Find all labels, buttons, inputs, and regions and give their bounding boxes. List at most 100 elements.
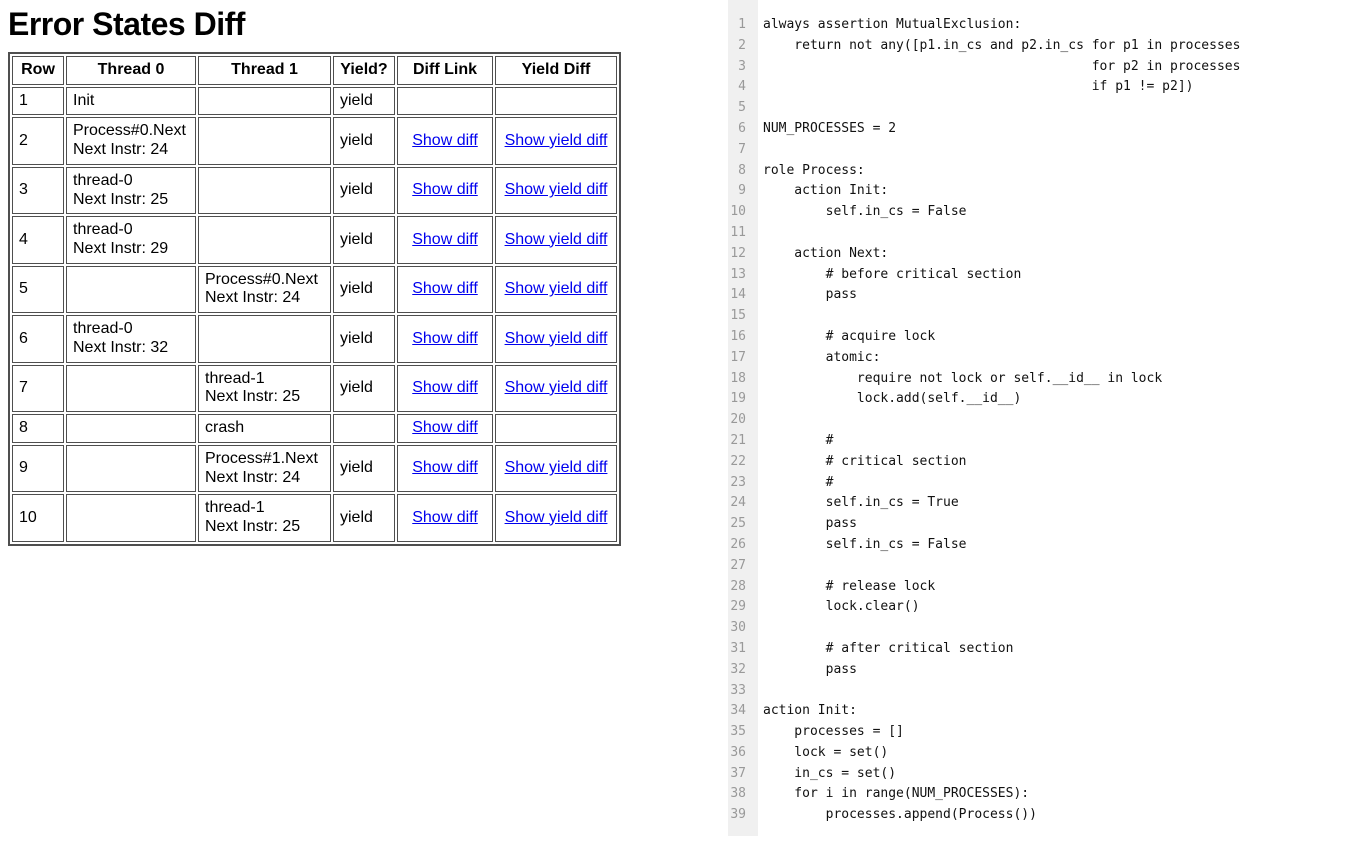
line-number: 17 (730, 349, 746, 365)
yield-cell: yield (333, 265, 395, 314)
line-number: 8 (738, 162, 746, 178)
line-number: 22 (730, 453, 746, 469)
code-line (763, 223, 1240, 244)
code-line: # critical section (763, 453, 967, 469)
row-number-cell: 1 (12, 86, 64, 116)
show-yield-diff-link[interactable]: Show yield diff (504, 508, 608, 526)
code-line (763, 98, 1240, 119)
code-line: for i in range(NUM_PROCESSES): (763, 786, 1030, 802)
show-diff-link[interactable]: Show diff (412, 230, 478, 248)
line-number: 16 (730, 328, 746, 344)
code-line: processes = [] (763, 724, 904, 740)
code-line: lock.clear() (763, 599, 920, 615)
show-yield-diff-link[interactable]: Show yield diff (504, 131, 608, 149)
code-line: atomic: (763, 349, 881, 365)
code-line: # (763, 474, 834, 490)
show-yield-diff-link[interactable]: Show yield diff (504, 378, 608, 396)
show-yield-diff-link[interactable]: Show yield diff (504, 329, 608, 347)
yield-diff-link-cell: Show yield diff (495, 216, 617, 264)
show-diff-link[interactable]: Show diff (412, 378, 478, 396)
code-line (763, 410, 1240, 431)
show-diff-link[interactable]: Show diff (412, 280, 478, 298)
show-diff-link[interactable]: Show diff (412, 419, 478, 437)
thread0-cell (66, 364, 196, 413)
show-diff-link[interactable]: Show diff (412, 508, 478, 526)
row-number-cell: 4 (12, 216, 64, 264)
line-number: 19 (730, 391, 746, 407)
line-number: 25 (730, 516, 746, 532)
line-number: 39 (730, 807, 746, 823)
show-yield-diff-link[interactable]: Show yield diff (504, 280, 608, 298)
yield-diff-link-cell (495, 414, 617, 443)
thread1-cell (198, 216, 331, 264)
yield-cell: yield (333, 364, 395, 413)
show-diff-link[interactable]: Show diff (412, 181, 478, 199)
yield-diff-link-cell: Show yield diff (495, 265, 617, 314)
yield-diff-link-cell (495, 86, 617, 116)
spec-code: always assertion MutualExclusion: return… (758, 0, 1240, 836)
code-line: return not any([p1.in_cs and p2.in_cs fo… (763, 37, 1241, 53)
line-number: 29 (730, 599, 746, 615)
column-header: Diff Link (397, 56, 493, 85)
thread0-cell: Init (66, 86, 196, 116)
code-line: action Init: (763, 183, 889, 199)
diff-link-cell (397, 86, 493, 116)
line-number: 10 (730, 204, 746, 220)
row-number-cell: 10 (12, 494, 64, 542)
column-header: Row (12, 56, 64, 85)
code-line: always assertion MutualExclusion: (763, 17, 1022, 32)
code-line: # (763, 432, 834, 448)
column-header: Yield Diff (495, 56, 617, 85)
row-number-cell: 2 (12, 117, 64, 165)
diff-link-cell: Show diff (397, 166, 493, 215)
show-diff-link[interactable]: Show diff (412, 329, 478, 347)
diff-link-cell: Show diff (397, 216, 493, 264)
line-number: 6 (738, 120, 746, 136)
code-line: # after critical section (763, 640, 1014, 656)
show-yield-diff-link[interactable]: Show yield diff (504, 459, 608, 477)
line-number: 35 (730, 724, 746, 740)
line-number: 2 (738, 37, 746, 53)
code-line (763, 681, 1240, 702)
diff-link-cell: Show diff (397, 315, 493, 363)
show-yield-diff-link[interactable]: Show yield diff (504, 230, 608, 248)
line-number: 28 (730, 578, 746, 594)
yield-cell: yield (333, 86, 395, 116)
diff-link-cell: Show diff (397, 364, 493, 413)
thread0-cell (66, 494, 196, 542)
line-number: 3 (738, 58, 746, 74)
line-number: 18 (730, 370, 746, 386)
line-number: 11 (730, 224, 746, 240)
yield-diff-link-cell: Show yield diff (495, 117, 617, 165)
code-line: # before critical section (763, 266, 1022, 282)
show-yield-diff-link[interactable]: Show yield diff (504, 181, 608, 199)
line-number: 15 (730, 308, 746, 324)
show-diff-link[interactable]: Show diff (412, 459, 478, 477)
code-line: pass (763, 516, 857, 532)
line-number: 26 (730, 536, 746, 552)
row-number-cell: 6 (12, 315, 64, 363)
show-diff-link[interactable]: Show diff (412, 131, 478, 149)
row-number-cell: 9 (12, 444, 64, 493)
thread1-cell (198, 117, 331, 165)
code-line: lock.add(self.__id__) (763, 391, 1022, 407)
line-number: 34 (730, 703, 746, 719)
line-number: 37 (730, 765, 746, 781)
line-number: 27 (730, 557, 746, 573)
code-line: # acquire lock (763, 328, 936, 344)
